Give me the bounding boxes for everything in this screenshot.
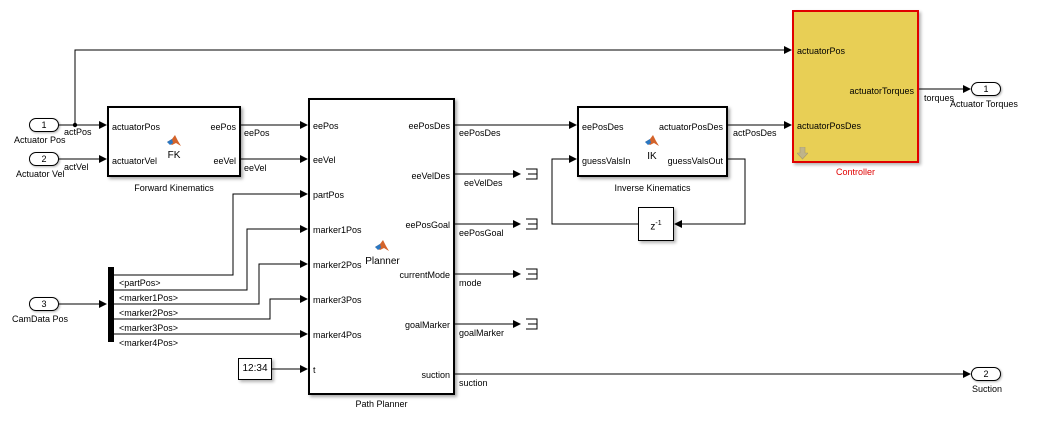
bus-selector[interactable]: [108, 267, 114, 342]
port-eeposdes: eePosDes: [408, 121, 450, 131]
delay-exponent: -1: [655, 220, 662, 227]
port-actuatorposdes: actuatorPosDes: [797, 121, 862, 131]
digital-clock-block[interactable]: 12:34: [238, 358, 272, 380]
outport-actuator-torques[interactable]: 1: [971, 82, 1001, 96]
outport-actuator-torques-label: Actuator Torques: [950, 99, 1018, 109]
controller-label: Controller: [835, 167, 875, 177]
port-eepos: eePos: [313, 121, 339, 131]
fcn-name-planner: Planner: [365, 256, 400, 267]
wire-marker2pos[interactable]: [114, 260, 308, 305]
bus-signal-marker3pos: <marker3Pos>: [119, 323, 179, 333]
wire-guessvalsout[interactable]: [674, 158, 746, 228]
inport-actuator-vel[interactable]: 2: [29, 152, 59, 166]
wire-guessvalsin[interactable]: [551, 155, 638, 225]
inverse-kinematics-block[interactable]: eePosDes guessValsIn actuatorPosDes gues…: [577, 106, 728, 177]
bus-signal-partpos: <partPos>: [119, 278, 161, 288]
bus-signal-marker1pos: <marker1Pos>: [119, 293, 179, 303]
port-eevel: eeVel: [213, 156, 236, 166]
port-eeposgoal: eePosGoal: [405, 220, 450, 230]
port-actuatorposdes: actuatorPosDes: [658, 122, 723, 132]
matlab-logo-icon: [375, 240, 389, 251]
port-partpos: partPos: [313, 190, 345, 200]
port-t: t: [313, 365, 316, 375]
port-marker1pos: marker1Pos: [313, 225, 362, 235]
fcn-name-fk: FK: [167, 150, 181, 161]
signal-label-eeposgoal: eePosGoal: [459, 228, 504, 238]
terminator: [526, 218, 538, 230]
signal-label-actposdes: actPosDes: [733, 128, 777, 138]
port-guessvalsin: guessValsIn: [582, 156, 631, 166]
delay-z: z: [650, 221, 656, 233]
controller-subsystem-block[interactable]: actuatorPos actuatorPosDes actuatorTorqu…: [792, 10, 919, 163]
port-actuatorpos: actuatorPos: [112, 122, 161, 132]
open-subsystem-arrow-icon[interactable]: [797, 147, 808, 160]
path-planner-label: Path Planner: [355, 399, 408, 409]
port-marker4pos: marker4Pos: [313, 330, 362, 340]
port-eevel: eeVel: [313, 155, 336, 165]
signal-label-eeveldes: eeVelDes: [464, 178, 503, 188]
port-suction: suction: [421, 370, 450, 380]
signal-label-eeposdes: eePosDes: [459, 128, 501, 138]
signal-label-goalmarker: goalMarker: [459, 328, 505, 338]
port-guessvalsout: guessValsOut: [667, 156, 723, 166]
port-eeposdes: eePosDes: [582, 122, 624, 132]
inport-camdata-pos-label: CamData Pos: [12, 314, 69, 324]
port-currentmode: currentMode: [399, 270, 450, 280]
inverse-kinematics-label: Inverse Kinematics: [614, 183, 691, 193]
terminator: [526, 168, 538, 180]
port-actuatortorques: actuatorTorques: [849, 86, 914, 96]
port-goalmarker: goalMarker: [404, 320, 450, 330]
signal-label-eepos: eePos: [244, 128, 270, 138]
terminator: [526, 318, 538, 330]
bus-signal-marker4pos: <marker4Pos>: [119, 338, 179, 348]
wire-marker3pos[interactable]: [114, 295, 308, 320]
port-eeveldes: eeVelDes: [411, 171, 450, 181]
signal-label-suction: suction: [459, 378, 488, 388]
inport-camdata-pos[interactable]: 3: [29, 297, 59, 311]
port-eepos: eePos: [210, 122, 236, 132]
forward-kinematics-block[interactable]: actuatorPos actuatorVel eePos eeVel FK: [107, 106, 241, 177]
fcn-name-ik: IK: [647, 151, 657, 162]
path-planner-block[interactable]: eePos eeVel partPos marker1Pos marker2Po…: [308, 98, 455, 395]
inport-actuator-pos[interactable]: 1: [29, 118, 59, 132]
signal-label-eevel: eeVel: [244, 163, 267, 173]
signal-label-torques: torques: [924, 93, 955, 103]
wire-partpos[interactable]: [114, 190, 308, 276]
matlab-logo-icon: [167, 135, 181, 146]
matlab-logo-icon: [645, 135, 659, 146]
bus-signal-marker2pos: <marker2Pos>: [119, 308, 179, 318]
forward-kinematics-label: Forward Kinematics: [134, 183, 214, 193]
signal-label-actpos: actPos: [64, 127, 92, 137]
signal-label-actvel: actVel: [64, 162, 89, 172]
terminator: [526, 268, 538, 280]
port-actuatorpos: actuatorPos: [797, 46, 846, 56]
signal-label-mode: mode: [459, 278, 482, 288]
inport-actuator-pos-label: Actuator Pos: [14, 135, 66, 145]
port-marker2pos: marker2Pos: [313, 260, 362, 270]
outport-suction-label: Suction: [972, 384, 1003, 394]
outport-suction[interactable]: 2: [971, 367, 1001, 381]
inport-actuator-vel-label: Actuator Vel: [16, 169, 65, 179]
wire-marker1pos[interactable]: [114, 225, 308, 291]
branch-point: [72, 122, 78, 128]
port-actuatorvel: actuatorVel: [112, 156, 158, 166]
wire-actpos-branch[interactable]: [74, 46, 792, 125]
unit-delay-block[interactable]: z-1: [638, 207, 674, 241]
port-marker3pos: marker3Pos: [313, 295, 362, 305]
